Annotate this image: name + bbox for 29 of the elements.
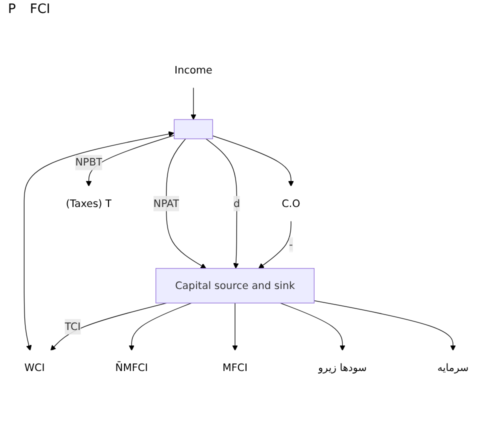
edge-label: TCI xyxy=(64,320,81,333)
edge-label: - xyxy=(289,238,293,250)
node-text: MFCI xyxy=(222,361,248,374)
arrow xyxy=(190,87,196,120)
node-text: (Taxes) T xyxy=(66,197,112,210)
node-text: Income xyxy=(174,64,212,76)
arrow xyxy=(86,135,174,187)
arrow xyxy=(206,138,239,269)
arrow xyxy=(212,135,294,187)
node-text: C.O xyxy=(282,197,300,210)
arrow xyxy=(50,302,167,351)
arrow xyxy=(166,138,206,269)
note-label: FCI xyxy=(30,2,50,17)
edge-label: NPBT xyxy=(75,156,102,168)
edge-label: d xyxy=(234,197,240,210)
node-text: N̄MFCI xyxy=(115,361,148,374)
node-text: سودها زیرو xyxy=(318,361,367,374)
node-box xyxy=(174,119,213,140)
arrow xyxy=(24,131,174,351)
arrow xyxy=(128,302,192,351)
edge-label: NPAT xyxy=(153,197,180,210)
node-box: Capital source and sink xyxy=(156,268,314,304)
note-label: P xyxy=(8,2,16,17)
node-text: سرمایه xyxy=(437,361,469,374)
arrow xyxy=(280,302,346,351)
arrow xyxy=(314,300,456,351)
arrow xyxy=(258,220,292,269)
arrow xyxy=(232,302,238,351)
node-text: WCI xyxy=(24,361,45,374)
